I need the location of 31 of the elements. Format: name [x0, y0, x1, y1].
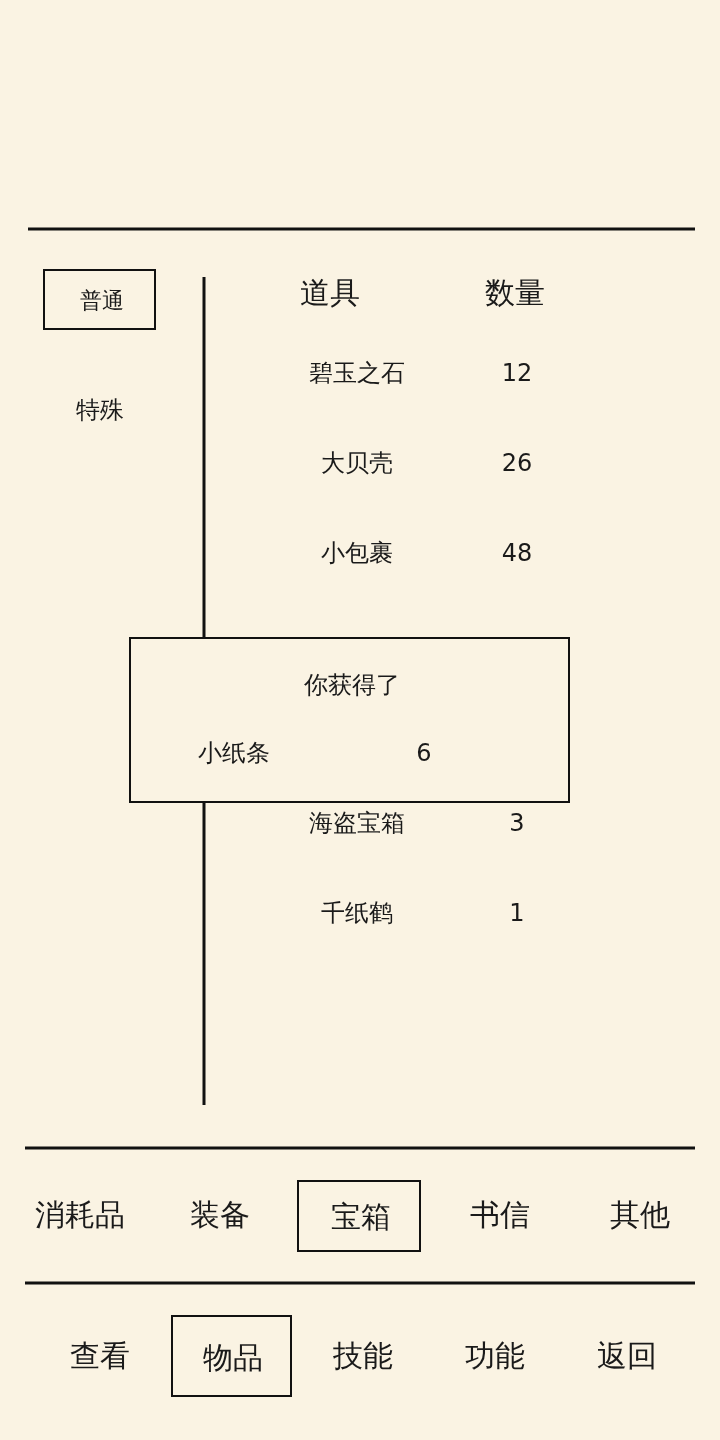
item-count: 1: [509, 899, 525, 927]
tab-label: 物品: [203, 1338, 263, 1377]
item-count: 3: [509, 809, 525, 837]
popup-heading: 你获得了: [304, 670, 400, 701]
tab-label: 其他: [610, 1195, 670, 1234]
tab-label: 技能: [333, 1336, 393, 1375]
tab-label: 宝箱: [331, 1197, 391, 1236]
item-name: 海盗宝箱: [309, 808, 405, 839]
item-name: 碧玉之石: [309, 358, 405, 389]
selected-tab: [43, 269, 156, 330]
selected-tab: [171, 1315, 292, 1397]
tab-label: 普通: [80, 287, 124, 315]
tab-label: 查看: [70, 1336, 130, 1375]
tab-label: 特殊: [76, 395, 124, 426]
tab-label: 消耗品: [35, 1195, 125, 1234]
tab-label: 书信: [470, 1195, 530, 1234]
item-count: 26: [501, 449, 533, 477]
item-count: 6: [416, 739, 432, 767]
column-header: 道具: [300, 273, 360, 312]
item-name: 小包裹: [321, 538, 393, 569]
tab-label: 装备: [190, 1195, 250, 1234]
tab-label: 功能: [465, 1336, 525, 1375]
tab-label: 返回: [597, 1336, 657, 1375]
selected-tab: [297, 1180, 421, 1252]
item-count: 12: [501, 359, 533, 387]
item-name: 大贝壳: [321, 448, 393, 479]
item-name: 千纸鹤: [321, 898, 393, 929]
column-header: 数量: [485, 273, 545, 312]
reward-popup: [129, 637, 570, 803]
item-count: 48: [501, 539, 533, 567]
item-name: 小纸条: [198, 738, 270, 769]
